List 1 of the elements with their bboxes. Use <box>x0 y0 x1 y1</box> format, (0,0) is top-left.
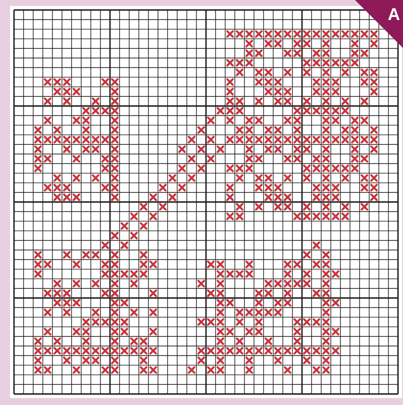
panel-letter: A <box>388 6 400 23</box>
